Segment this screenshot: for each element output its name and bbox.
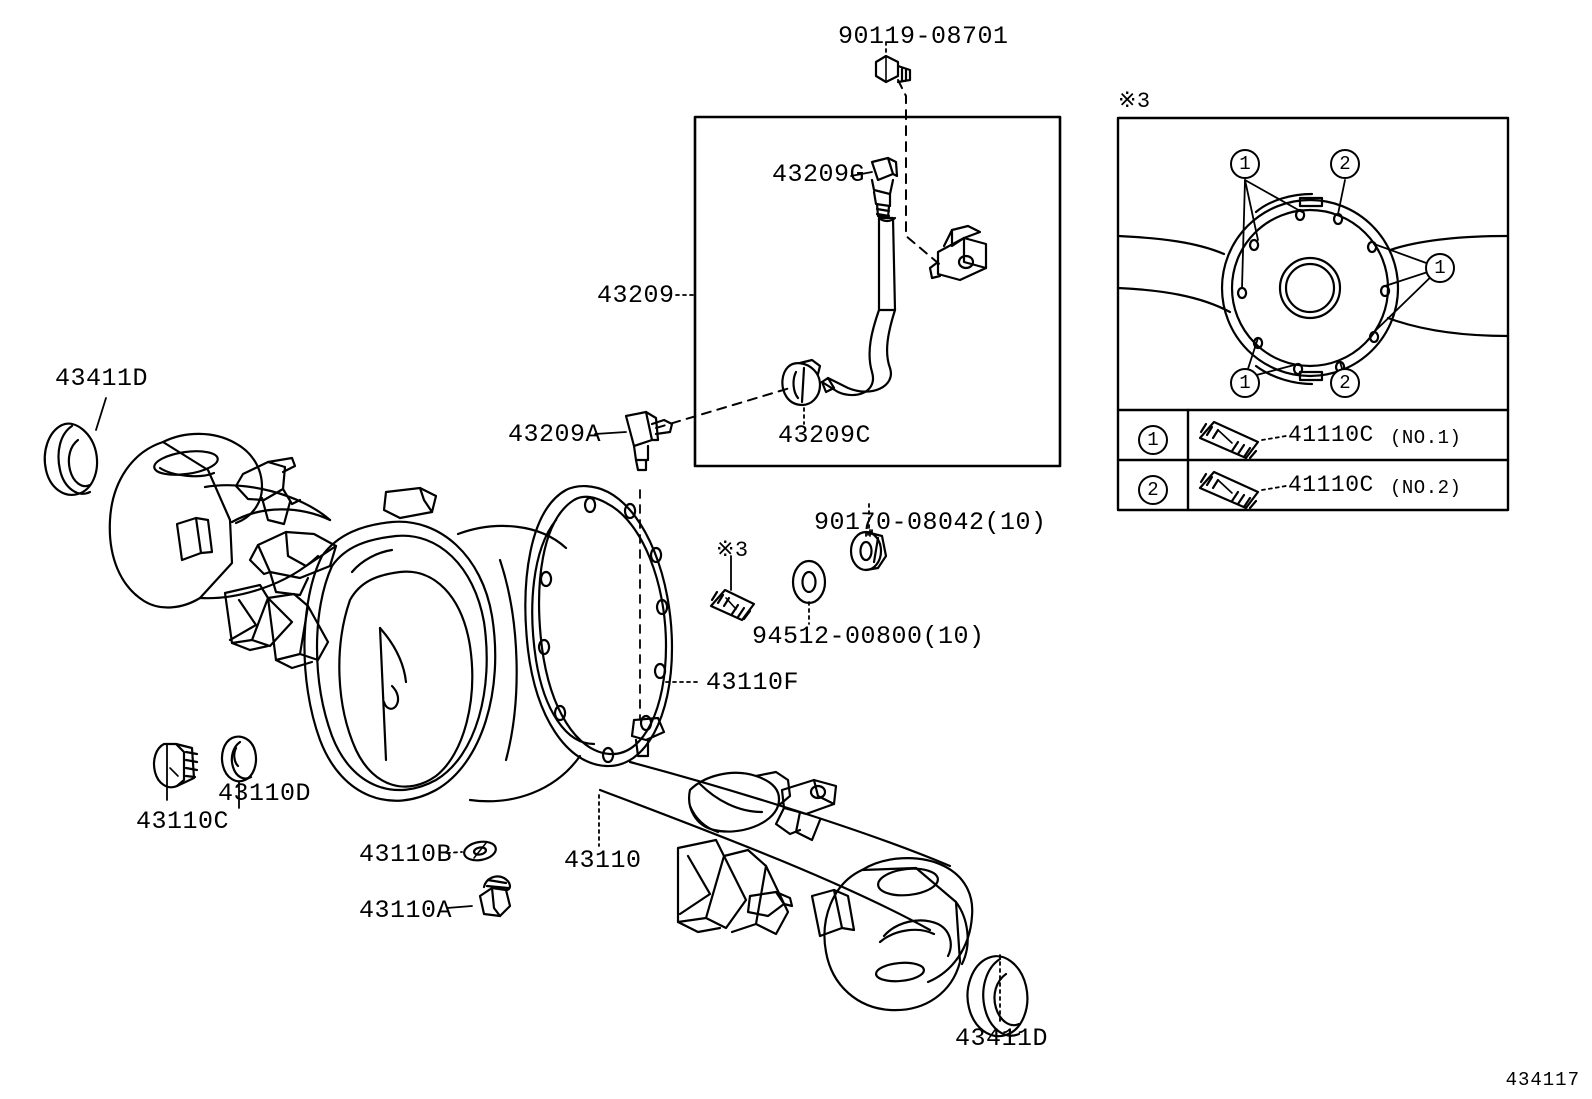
tube-block-left	[175, 516, 214, 562]
label-43209A: 43209A	[508, 420, 602, 449]
ref-row2-stud	[1198, 470, 1260, 510]
ref-box-title: ※3	[1118, 89, 1151, 114]
gusset-left-lower-2	[266, 592, 330, 670]
gusset-right-lower	[676, 838, 790, 936]
nut-43110A	[478, 875, 512, 918]
oil-seal-left	[43, 422, 99, 496]
spring-seat-right	[688, 770, 792, 834]
ref-marker-2-topright: 2	[1330, 149, 1360, 179]
ref-carrier-rear-view	[1116, 179, 1510, 386]
breather-hose-43209	[820, 216, 897, 397]
differential-bowl	[303, 520, 497, 802]
gusset-left-lower	[223, 583, 294, 652]
label-43209: 43209	[597, 281, 675, 310]
label-43110B: 43110B	[359, 840, 453, 869]
label-90170: 90170-08042(10)	[814, 508, 1047, 537]
ref-row1-stud	[1198, 420, 1260, 460]
breather-clip-43209C	[781, 358, 822, 406]
label-bolt-90119: 90119-08701	[838, 22, 1009, 51]
leader-43110B	[446, 851, 463, 854]
nut-90170	[849, 530, 888, 572]
diagram-id: 434117	[1505, 1069, 1580, 1091]
leader-43110A	[446, 905, 473, 909]
plug-43110C	[152, 742, 199, 789]
label-43411D-right: 43411D	[955, 1024, 1049, 1053]
right-tab	[746, 890, 794, 918]
plug-43110D	[220, 735, 258, 783]
breather-bracket	[928, 224, 988, 282]
ref-row-num-1: 1	[1138, 425, 1168, 455]
ref-row-part-2: 41110C	[1288, 472, 1374, 498]
label-43209C: 43209C	[778, 421, 872, 450]
label-43110D: 43110D	[218, 779, 312, 808]
carrier-body	[456, 524, 582, 803]
label-43110A: 43110A	[359, 896, 453, 925]
label-94512: 94512-00800(10)	[752, 622, 985, 651]
ref-marker-2-botright: 2	[1330, 368, 1360, 398]
bracket-right-arm	[774, 778, 838, 842]
ref-row-num-2: 2	[1138, 475, 1168, 505]
label-43110F: 43110F	[706, 668, 800, 697]
axle-left-end	[108, 432, 264, 609]
label-43110C: 43110C	[136, 807, 230, 836]
axle-right-end	[823, 857, 974, 1012]
oil-seal-right	[966, 955, 1029, 1038]
ref-marker-1-botleft: 1	[1230, 368, 1260, 398]
leader-43209A	[594, 431, 627, 435]
breather-fitting-43209G	[870, 156, 899, 220]
washer-94512	[791, 559, 827, 605]
label-43411D-left: 43411D	[55, 364, 149, 393]
ref-box-outline	[1116, 116, 1510, 512]
leader-43209G	[850, 171, 873, 177]
bracket-left-upper	[234, 456, 302, 526]
ref-marker-1-topleft: 1	[1230, 149, 1260, 179]
label-43110: 43110	[564, 846, 642, 875]
label-ref3-stud: ※3	[716, 538, 749, 563]
ref-row-suffix-2: (NO.2)	[1390, 477, 1462, 499]
saddle-left	[248, 530, 338, 597]
washer-43110B	[463, 840, 497, 862]
carrier-top-tab	[382, 486, 438, 520]
breather-plug-43209A	[624, 410, 674, 472]
ref-marker-1-right: 1	[1425, 253, 1455, 283]
label-43209G: 43209G	[772, 160, 866, 189]
stud-ref3	[709, 588, 756, 622]
bolt-90119	[874, 54, 912, 84]
ref-row-part-1: 41110C	[1288, 422, 1374, 448]
tube-neck-right	[810, 888, 856, 938]
carrier-flange-ring	[524, 485, 674, 768]
ref-row-suffix-1: (NO.1)	[1390, 427, 1462, 449]
breather-detail-box	[693, 115, 1062, 468]
leader-43411D-left	[95, 397, 107, 431]
